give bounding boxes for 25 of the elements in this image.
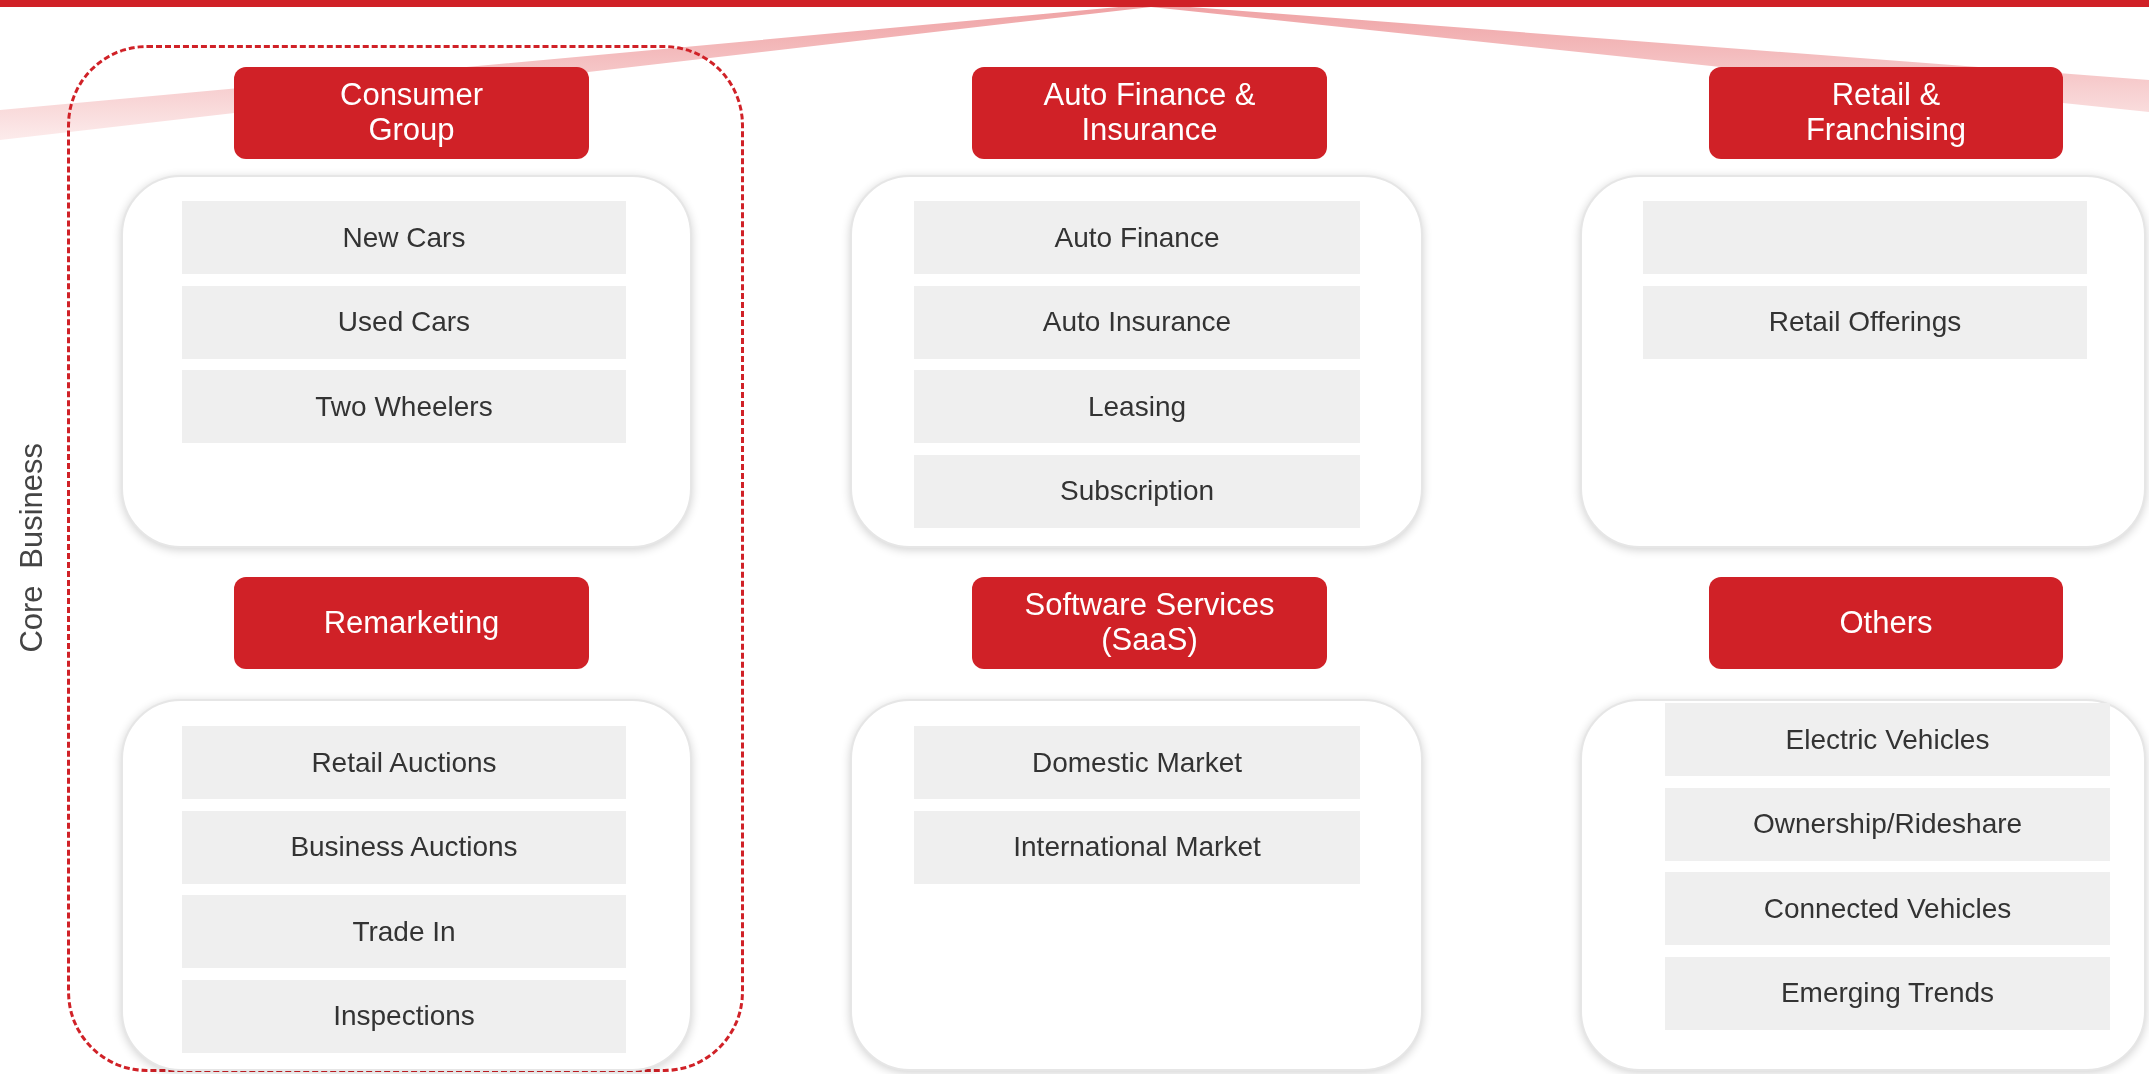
list-item: Leasing (914, 370, 1360, 443)
category-header: Others (1709, 577, 2063, 669)
list-item: New Cars (182, 201, 626, 274)
list-item: Two Wheelers (182, 370, 626, 443)
list-item: International Market (914, 810, 1360, 884)
category-header: Consumer Group (234, 67, 589, 159)
list-item: Retail Auctions (182, 726, 626, 799)
list-item: Subscription (914, 454, 1360, 528)
section-label: Core Business (14, 443, 50, 653)
list-item: Ownership/Rideshare (1665, 787, 2110, 861)
category-header: Remarketing (234, 577, 589, 669)
list-item: Inspections (182, 979, 626, 1053)
list-item: Business Auctions (182, 810, 626, 884)
category-header: Software Services (SaaS) (972, 577, 1327, 669)
list-item: Auto Finance (914, 201, 1360, 274)
list-item: Emerging Trends (1665, 956, 2110, 1030)
list-item: Trade In (182, 895, 626, 968)
category-header: Auto Finance & Insurance (972, 67, 1327, 159)
list-item: Retail Offerings (1643, 285, 2087, 359)
category-header: Retail & Franchising (1709, 67, 2063, 159)
list-item: Used Cars (182, 285, 626, 359)
list-item: Domestic Market (914, 726, 1360, 799)
list-item: Connected Vehicles (1665, 872, 2110, 945)
list-item: Auto Insurance (914, 285, 1360, 359)
list-item: Electric Vehicles (1665, 703, 2110, 776)
